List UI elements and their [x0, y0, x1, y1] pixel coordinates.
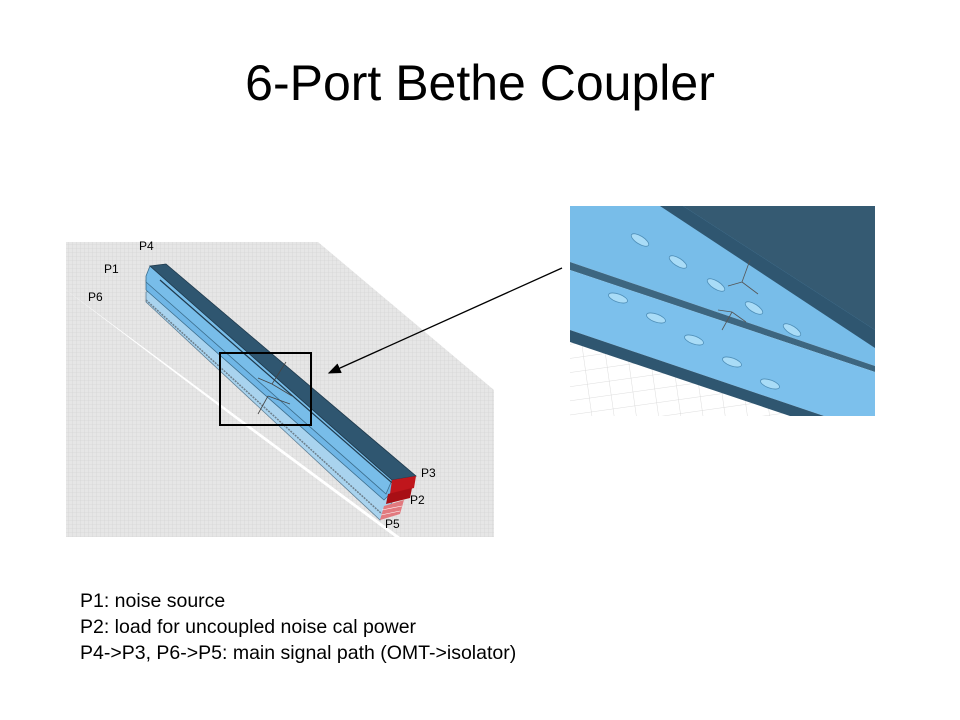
grid-plane-left — [66, 290, 240, 422]
zoom-lower-guide — [570, 270, 875, 416]
highlight-box — [219, 352, 312, 426]
zoom-arrow — [327, 267, 563, 374]
port-label-p6: P6 — [88, 290, 103, 304]
port-label-p1: P1 — [104, 262, 119, 276]
axis-triad — [257, 361, 293, 415]
port-label-p5: P5 — [385, 517, 400, 531]
grid-plane-bottom — [66, 422, 395, 537]
port-label-p2: P2 — [410, 493, 425, 507]
port-face-p2 — [386, 488, 412, 504]
port-face-p3 — [390, 476, 416, 494]
upper-waveguide-side — [145, 265, 393, 495]
port-label-p3: P3 — [421, 466, 436, 480]
coupling-holes-upper — [630, 233, 802, 337]
port-label-p4: P4 — [139, 239, 154, 253]
waveguide-assembly — [145, 263, 417, 521]
zoom-view — [570, 206, 875, 416]
zoom-axis-triad — [717, 259, 759, 331]
note-line: P4->P3, P6->P5: main signal path (OMT->i… — [80, 642, 517, 664]
slide-title: 6-Port Bethe Coupler — [245, 55, 715, 111]
coupling-holes-lower — [608, 292, 780, 390]
port-face-p5 — [380, 500, 404, 520]
note-line: P1: noise source — [80, 590, 226, 612]
note-line: P2: load for uncoupled noise cal power — [80, 616, 417, 638]
port-notes: P1: noise source P2: load for uncoupled … — [80, 588, 516, 666]
model-view: P4 P1 P6 P3 P2 P5 — [66, 239, 494, 537]
zoom-seam — [570, 262, 875, 372]
